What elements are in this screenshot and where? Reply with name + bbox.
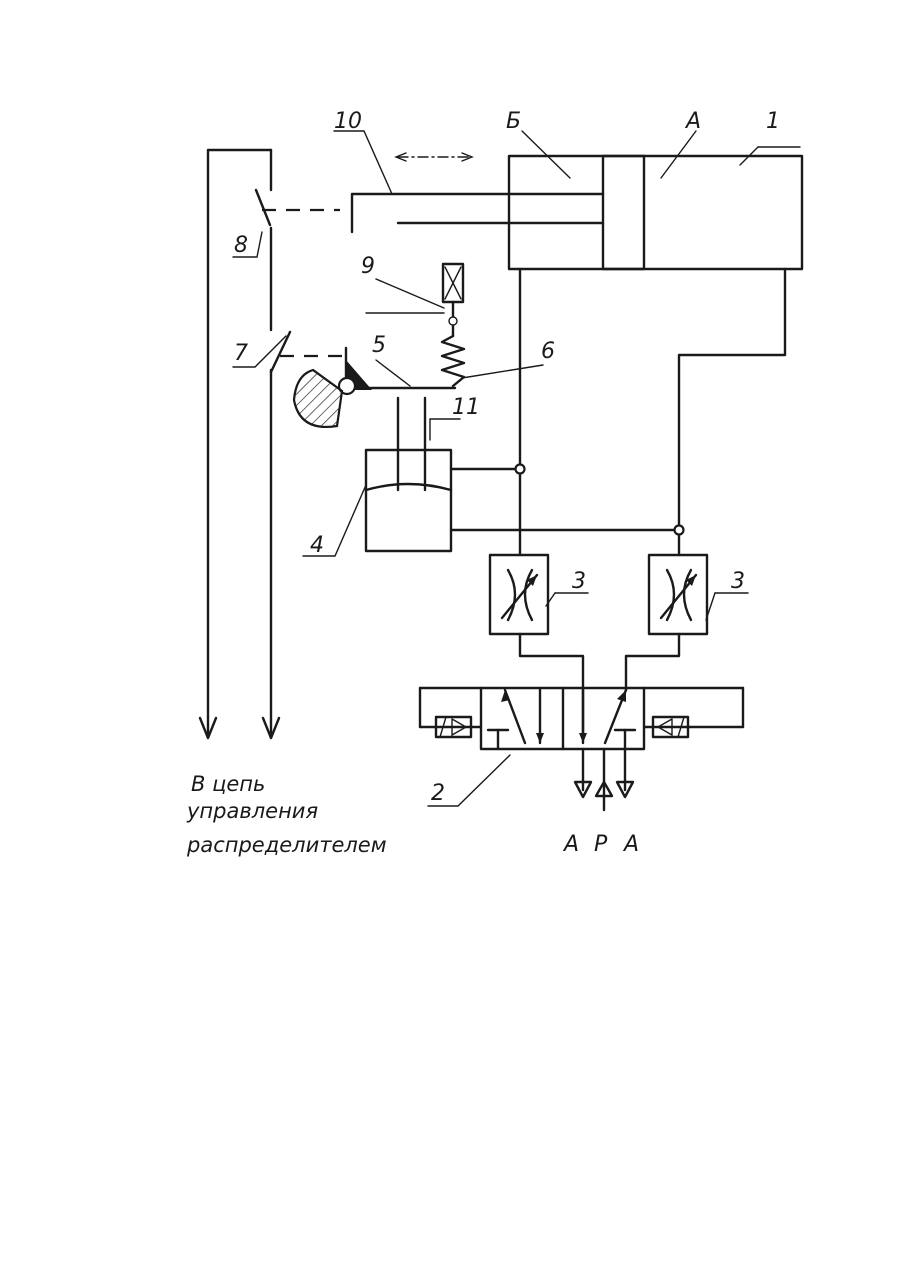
limit-switch-8 <box>256 190 340 225</box>
spring-6 <box>442 336 464 386</box>
plunger-11 <box>398 398 425 490</box>
label-3-left: 3 <box>572 569 586 594</box>
label-6: 6 <box>541 339 555 364</box>
caption-line-1: В цепь <box>191 772 265 796</box>
caption-line-2: управления <box>186 799 318 823</box>
caption-line-3: распределителем <box>186 833 387 857</box>
throttle-3-right <box>649 555 707 634</box>
cylinder-4 <box>366 450 451 551</box>
label-chamber-b: Б <box>506 109 521 134</box>
label-9: 9 <box>361 254 375 279</box>
port-label-right: А <box>622 832 639 857</box>
label-8: 8 <box>234 233 248 258</box>
cam-sector <box>294 370 342 427</box>
label-7: 7 <box>234 341 248 366</box>
label-2: 2 <box>431 781 445 806</box>
electromagnet-9 <box>443 264 463 336</box>
motion-arrow <box>396 153 472 161</box>
cylinder-1 <box>509 156 802 269</box>
label-3-right: 3 <box>731 569 745 594</box>
port-label-middle: Р <box>594 832 608 857</box>
labels: 1 А Б 10 8 9 7 5 6 11 4 3 3 2 А Р А <box>234 109 780 857</box>
label-4: 4 <box>310 533 324 558</box>
label-11: 11 <box>452 395 480 420</box>
ports <box>575 749 633 810</box>
label-10: 10 <box>334 109 362 134</box>
lever-5 <box>339 360 455 394</box>
rod-10 <box>352 194 509 232</box>
label-1: 1 <box>766 109 780 134</box>
caption: В цепь управления распределителем <box>186 772 387 857</box>
label-5: 5 <box>372 333 386 358</box>
port-label-left: А <box>562 832 579 857</box>
distributor-2 <box>420 688 743 749</box>
throttle-3-left <box>490 555 548 634</box>
label-chamber-a: А <box>684 109 701 134</box>
piping <box>451 269 785 735</box>
